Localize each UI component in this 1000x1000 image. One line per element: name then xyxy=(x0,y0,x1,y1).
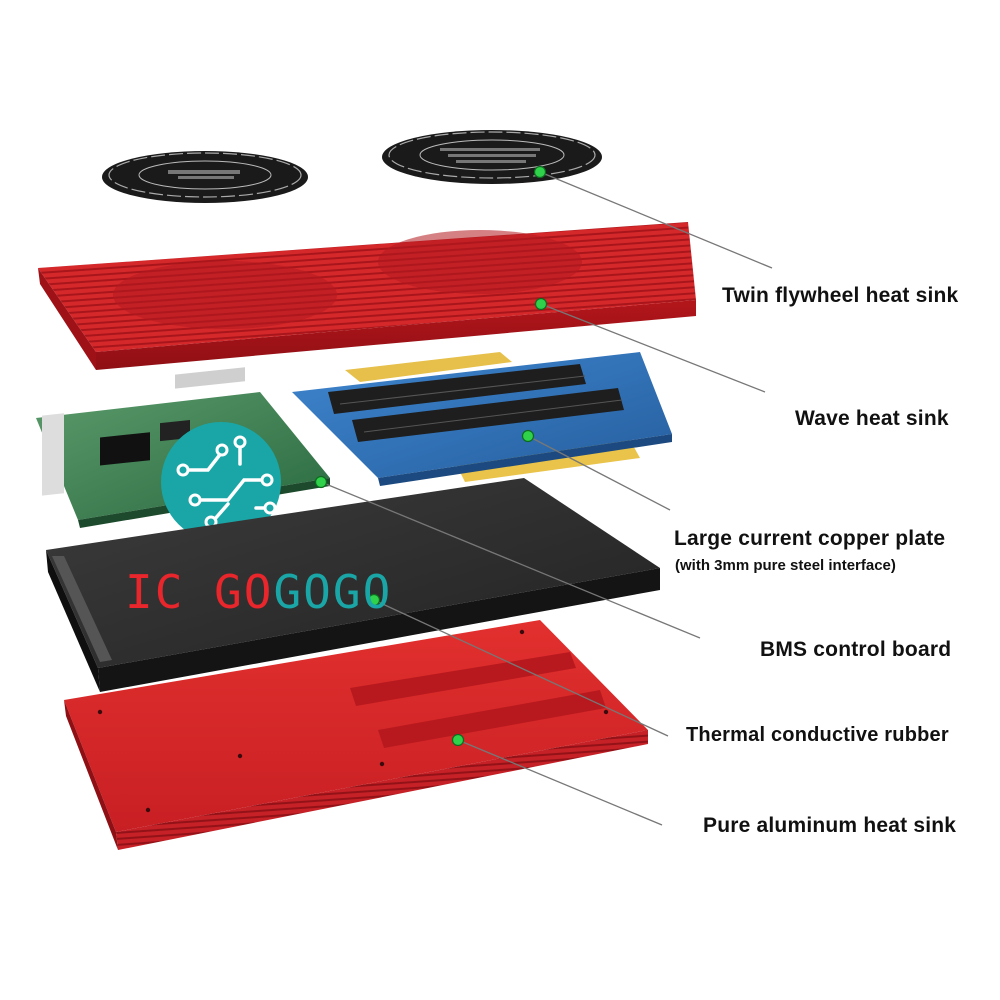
marker-bms-board xyxy=(314,475,328,489)
pure-aluminum-heat-sink xyxy=(64,620,648,850)
leader-line-aluminum xyxy=(457,739,663,826)
label-twin-flywheel-heat-sink: Twin flywheel heat sink xyxy=(722,284,959,307)
label-thermal-conductive-rubber: Thermal conductive rubber xyxy=(686,724,949,746)
thermal-disc-left xyxy=(102,151,308,203)
leader-line-twin-flywheel xyxy=(539,171,773,269)
thermal-disc-right xyxy=(382,130,602,184)
label-large-current-copper-plate: Large current copper plate xyxy=(674,527,946,550)
marker-aluminum xyxy=(451,733,465,747)
watermark-go: GO xyxy=(214,565,274,619)
leader-line-copper-plate xyxy=(527,435,671,511)
leader-line-bms-board xyxy=(320,481,701,639)
watermark-ic: IC xyxy=(125,565,215,619)
twin-flywheel-heat-sink xyxy=(38,222,696,370)
watermark-gogo: GOGO xyxy=(273,565,393,619)
ic-gogogo-logo-icon xyxy=(161,422,281,542)
marker-thermal-rubber xyxy=(367,593,381,607)
leader-line-thermal-rubber xyxy=(373,599,669,737)
label-wave-heat-sink: Wave heat sink xyxy=(795,407,949,430)
markers xyxy=(314,165,548,747)
label-copper-plate-note: (with 3mm pure steel interface) xyxy=(675,557,896,574)
leader-lines xyxy=(320,171,773,826)
ic-gogogo-watermark: IC GOGOGO xyxy=(125,565,392,619)
label-pure-aluminum-heat-sink: Pure aluminum heat sink xyxy=(703,814,957,837)
leader-line-wave xyxy=(540,303,766,393)
marker-wave xyxy=(534,297,548,311)
label-bms-control-board: BMS control board xyxy=(760,638,952,661)
mosfet-row xyxy=(328,364,624,442)
marker-twin-flywheel xyxy=(533,165,547,179)
marker-copper-plate xyxy=(521,429,535,443)
thermal-conductive-rubber xyxy=(46,478,660,692)
